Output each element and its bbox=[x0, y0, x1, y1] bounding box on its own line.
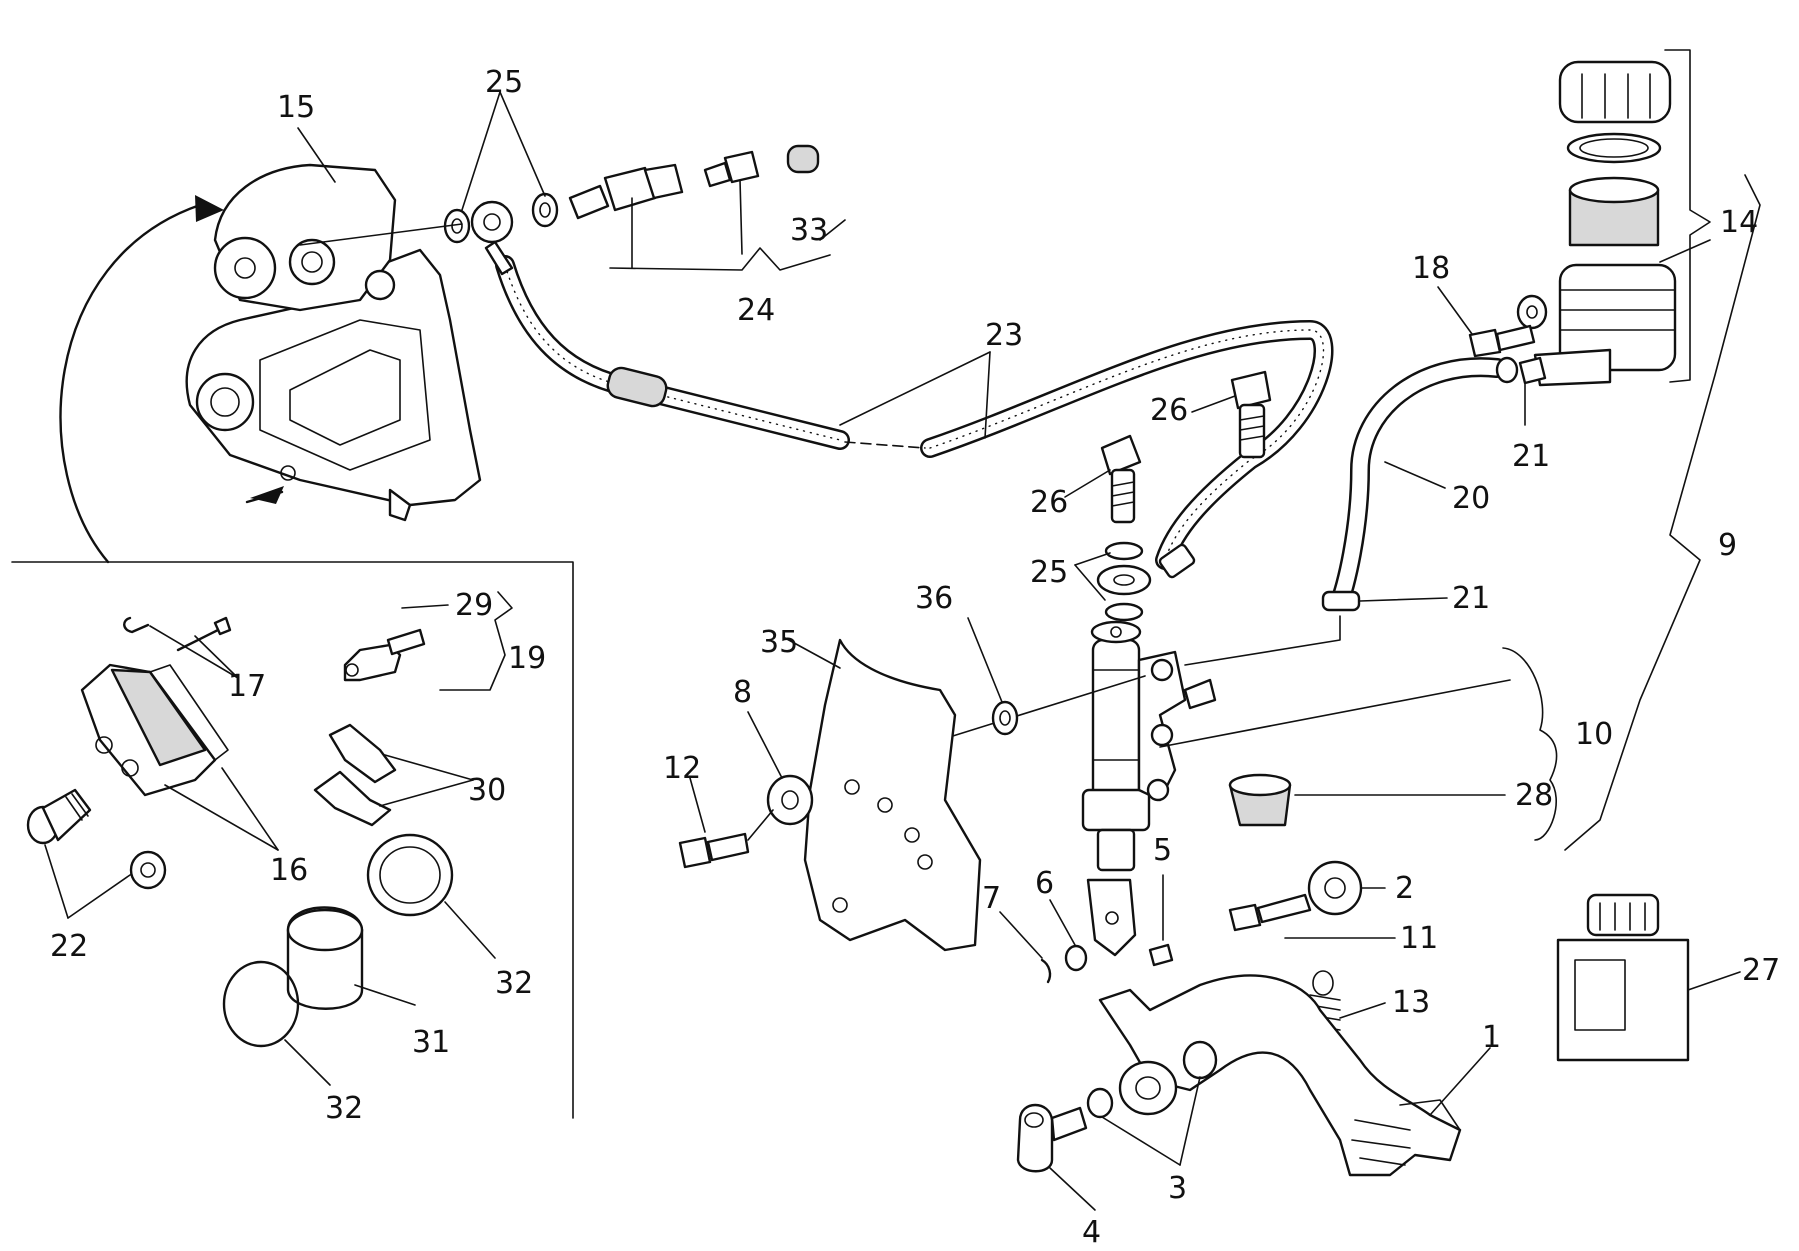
callout-24: 24 bbox=[737, 293, 775, 328]
heel-guard bbox=[803, 638, 982, 952]
callout-23: 23 bbox=[985, 318, 1023, 353]
brake-fluid-bottle bbox=[1556, 893, 1690, 1062]
callout-29: 29 bbox=[455, 588, 493, 623]
callout-27: 27 bbox=[1742, 953, 1780, 988]
pad-pins bbox=[123, 616, 232, 652]
master-cylinder bbox=[1081, 620, 1217, 957]
rubber-bush-and-bolt bbox=[678, 774, 814, 869]
callout-labels: 1 2 3 4 5 6 7 8 9 10 11 12 13 14 15 16 1… bbox=[50, 65, 1780, 1250]
callout-26b: 26 bbox=[1030, 485, 1068, 520]
callout-7: 7 bbox=[982, 881, 1001, 916]
callout-21b: 21 bbox=[1452, 581, 1490, 616]
callout-31: 31 bbox=[412, 1025, 450, 1060]
brake-hose bbox=[470, 200, 1334, 579]
bleed-plate bbox=[343, 628, 426, 682]
bleed-fittings bbox=[299, 144, 820, 246]
brake-pads bbox=[80, 663, 229, 797]
sealing-cup-28 bbox=[1228, 773, 1292, 827]
callout-32b: 32 bbox=[325, 1091, 363, 1126]
callout-3: 3 bbox=[1168, 1171, 1187, 1206]
callout-33: 33 bbox=[790, 213, 828, 248]
callout-17: 17 bbox=[228, 669, 266, 704]
callout-22: 22 bbox=[50, 929, 88, 964]
brake-pedal bbox=[1098, 974, 1462, 1177]
banjo-bolts bbox=[1100, 370, 1272, 524]
reservoir-tube bbox=[1321, 357, 1507, 612]
callout-35: 35 bbox=[760, 625, 798, 660]
callout-13: 13 bbox=[1392, 985, 1430, 1020]
assembly-lines bbox=[939, 615, 1511, 748]
callout-25a: 25 bbox=[485, 65, 523, 100]
callout-26a: 26 bbox=[1150, 393, 1188, 428]
callout-12: 12 bbox=[663, 751, 701, 786]
washer-36 bbox=[991, 700, 1019, 736]
callout-36: 36 bbox=[915, 581, 953, 616]
callout-20: 20 bbox=[1452, 481, 1490, 516]
leader-lines bbox=[44, 49, 1761, 1211]
piston-and-seals bbox=[222, 833, 454, 1048]
callout-15: 15 bbox=[277, 90, 315, 125]
caliper-plugs bbox=[26, 788, 167, 890]
callout-11: 11 bbox=[1400, 921, 1438, 956]
callout-16: 16 bbox=[270, 853, 308, 888]
inset-frame bbox=[11, 561, 574, 1119]
callout-18: 18 bbox=[1412, 251, 1450, 286]
callout-25b: 25 bbox=[1030, 555, 1068, 590]
callout-14: 14 bbox=[1720, 205, 1758, 240]
callout-30: 30 bbox=[468, 773, 506, 808]
callout-8: 8 bbox=[733, 675, 752, 710]
callout-4: 4 bbox=[1082, 1215, 1101, 1250]
curved-arrow bbox=[59, 195, 224, 564]
callout-1: 1 bbox=[1482, 1020, 1501, 1055]
callout-6: 6 bbox=[1035, 866, 1054, 901]
pad-springs bbox=[313, 723, 397, 827]
callout-5: 5 bbox=[1153, 833, 1172, 868]
callout-32a: 32 bbox=[495, 966, 533, 1001]
pivot-bolt-and-bushings bbox=[1016, 1087, 1114, 1173]
callout-19: 19 bbox=[508, 641, 546, 676]
reservoir-bolt-and-clamp bbox=[1468, 324, 1547, 385]
washers-middle bbox=[1096, 541, 1152, 622]
clevis-pin-set bbox=[1040, 943, 1174, 984]
callout-2: 2 bbox=[1395, 871, 1414, 906]
reservoir bbox=[1516, 60, 1711, 387]
callout-28: 28 bbox=[1515, 778, 1553, 813]
callout-10: 10 bbox=[1575, 717, 1613, 752]
callout-21a: 21 bbox=[1512, 439, 1550, 474]
callout-9: 9 bbox=[1718, 528, 1737, 563]
caliper-assembly bbox=[185, 163, 482, 522]
rubber-bush-2 bbox=[1228, 860, 1363, 932]
